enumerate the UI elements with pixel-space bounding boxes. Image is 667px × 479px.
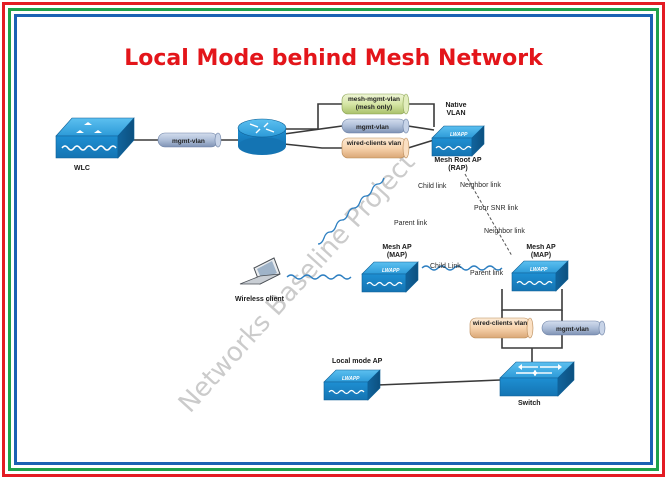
wireless-client-laptop: Wireless client (235, 257, 285, 303)
local-mode-ap-badge: LWAPP (342, 376, 360, 382)
mgmt-vlan-tube-2: mgmt-vlan (341, 118, 410, 134)
wired-clients-vlan-2-label: wired-clients vlan (472, 320, 528, 327)
neighbor-link-1-label: Neighbor link (460, 182, 501, 189)
local-mode-ap-device: Local mode AP LWAPP (323, 358, 383, 401)
inner-blue-border (14, 14, 653, 465)
child-link-2-label: Child Link (430, 263, 461, 270)
wireless-waves (286, 177, 503, 280)
map-switch-bracket-top (501, 289, 563, 311)
child-link-1-label: Child link (418, 183, 447, 190)
parent-link-1-label: Parent link (394, 220, 428, 227)
mgmt-rap-line (407, 125, 435, 131)
mgmt-vlan-label: mgmt-vlan (172, 138, 205, 145)
rap-device: LWAPP Mesh Root AP (RAP) (431, 125, 485, 172)
rap-map-wave (317, 177, 385, 245)
diagram-canvas: Local Mode behind Mesh Network (22, 22, 645, 457)
map-right-label: Mesh AP (MAP) (526, 244, 556, 259)
map-left-device: Mesh AP (MAP) LWAPP (361, 244, 419, 293)
mgmt-vlan-3-label: mgmt-vlan (556, 326, 589, 333)
mesh-mgmt-vlan-tube: mesh-mgmt-vlan (mesh only) (341, 93, 410, 115)
wired-rap-line (407, 139, 435, 149)
router-wired-line (283, 143, 342, 149)
wlc-device: WLC (55, 117, 135, 172)
mgmt-vlan-tube: mgmt-vlan (157, 132, 222, 148)
switch-label: Switch (518, 400, 541, 407)
mesh-mgmt-vlan-label: mesh-mgmt-vlan (mesh only) (347, 96, 400, 111)
client-map-wave (286, 274, 352, 280)
neighbor-link-line (464, 173, 513, 257)
mesh-mgmt-rap-line (408, 103, 435, 127)
map-map-wave (421, 265, 503, 271)
mgmt-vlan-tube-3: mgmt-vlan (541, 320, 606, 336)
network-diagram: Networks Baseline Project (55, 93, 606, 419)
diagram-title: Local Mode behind Mesh Network (124, 46, 543, 71)
local-mode-ap-label: Local mode AP (332, 358, 383, 365)
map-left-badge: LWAPP (382, 268, 400, 274)
local-ap-switch-line (377, 379, 501, 386)
neighbor-link-2-label: Neighbor link (484, 228, 525, 235)
middle-green-border (8, 8, 659, 471)
map-right-device: Mesh AP (MAP) LWAPP (511, 244, 569, 292)
rap-badge: LWAPP (450, 132, 468, 138)
router-mesh-mgmt-line (280, 103, 342, 130)
wired-clients-vlan-tube-2: wired-clients vlan (469, 317, 534, 339)
native-vlan-label: Native VLAN (445, 102, 467, 117)
rap-label: Mesh Root AP (RAP) (434, 157, 482, 172)
parent-link-2-label: Parent link (470, 270, 504, 277)
wireless-client-label: Wireless client (235, 296, 285, 303)
switch-device: Switch (499, 361, 575, 407)
wlc-label: WLC (74, 165, 90, 172)
wired-clients-vlan-tube: wired-clients vlan (341, 137, 410, 159)
router-device (237, 118, 287, 155)
router-mgmt-line (283, 125, 343, 135)
map-left-label: Mesh AP (MAP) (382, 244, 412, 259)
mgmt-vlan-2-label: mgmt-vlan (356, 124, 389, 131)
wired-clients-vlan-label: wired-clients vlan (346, 140, 402, 147)
poor-snr-link-label: Poor SNR link (474, 205, 518, 212)
map-right-badge: LWAPP (530, 267, 548, 273)
